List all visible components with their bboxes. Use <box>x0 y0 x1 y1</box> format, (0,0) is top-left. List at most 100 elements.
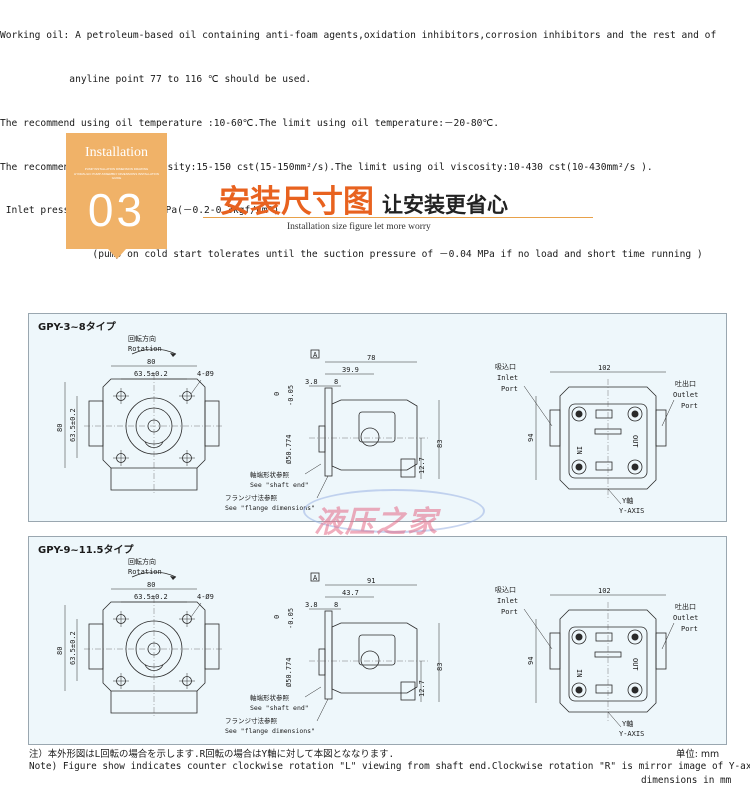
rotation-arrow <box>131 571 177 578</box>
dim-bolt-holes: 4-Ø9 <box>197 370 214 378</box>
flow-arrow-top <box>595 632 613 642</box>
leader-line <box>190 602 202 618</box>
spec-line-1: Working oil: A petroleum-based oil conta… <box>0 30 717 42</box>
flow-arrow-bottom <box>595 684 613 694</box>
outlet-port-label: Port <box>681 625 698 633</box>
dim-83: 83 <box>436 663 444 671</box>
section-heading: 安装尺寸图让安装更省心 <box>219 176 508 221</box>
side-port-lower <box>400 458 416 478</box>
y-axis-label-en: Y-AXIS <box>619 730 644 738</box>
dim-front-width: 80 <box>147 581 155 589</box>
tolerance-minus: -0.05 <box>287 608 295 629</box>
inlet-label-en: Inlet <box>497 597 518 605</box>
leader-line <box>316 698 329 722</box>
leader-line <box>190 379 202 395</box>
y-axis-label-jp: Y軸 <box>622 496 633 505</box>
y-axis-label-jp: Y軸 <box>622 719 633 728</box>
dim-pcd-height: 63.5±0.2 <box>69 631 77 665</box>
front-port-left <box>88 623 104 670</box>
side-port-circle <box>360 427 380 447</box>
side-flange <box>324 610 333 700</box>
flange-label-en: See "flange dimensions" <box>225 727 315 735</box>
front-port-left <box>88 400 104 447</box>
footer-note-en: Note) Figure show indicates counter cloc… <box>29 761 750 772</box>
inlet-port-label: Port <box>501 385 518 393</box>
section-badge: Installation PUMP INSTALLATION DIMENSION… <box>66 133 167 259</box>
outlet-label-en: Outlet <box>673 614 698 622</box>
rear-bolt-outer <box>627 459 643 475</box>
dim-front-height: 80 <box>56 424 64 432</box>
rotation-label-en: Rotation <box>128 345 162 353</box>
dim-total-length: 78 <box>367 354 375 362</box>
flange-label-jp: フランジ寸法参照 <box>225 716 278 725</box>
rotation-arrow <box>131 348 177 355</box>
outlet-label-jp: 吐出口 <box>675 379 696 388</box>
dim-3-8: 3.8 <box>305 601 318 609</box>
shaft-end-label-en: See "shaft end" <box>250 704 309 712</box>
rotation-arrow-small <box>144 441 164 448</box>
outlet-port-label: Port <box>681 402 698 410</box>
flange-label-en: See "flange dimensions" <box>225 504 315 512</box>
leader-line <box>607 488 622 505</box>
rear-bolt-outer <box>627 682 643 698</box>
rear-cover-outline <box>559 609 657 713</box>
dim-pcd-height: 63.5±0.2 <box>69 408 77 442</box>
dim-3-8: 3.8 <box>305 378 318 386</box>
heading-title: 安装尺寸图 <box>219 184 374 220</box>
rear-bolt-inner <box>631 410 639 418</box>
in-mark: IN <box>575 669 583 677</box>
rear-bolt-outer <box>627 406 643 422</box>
side-port-boss <box>358 634 396 666</box>
rear-bolt-inner <box>631 686 639 694</box>
arrow-head <box>170 576 176 580</box>
side-port-circle <box>360 650 380 670</box>
heading-tagline: 让安装更省心 <box>382 193 508 217</box>
dim-12-7: 12.7 <box>418 457 426 474</box>
inlet-label-jp: 吸込口 <box>495 585 516 594</box>
shaft-end-label-jp: 軸端形状参照 <box>250 693 290 702</box>
datum-label: A <box>313 351 318 359</box>
y-axis-label-en: Y-AXIS <box>619 507 644 515</box>
outlet-label-jp: 吐出口 <box>675 602 696 611</box>
heading-underline <box>203 217 593 218</box>
leader-line <box>661 399 675 427</box>
rear-bolt-inner <box>575 410 583 418</box>
badge-subtitle-1: PUMP INSTALLATION DIMENSION DRAWING <box>84 167 149 171</box>
rear-bolt-outer <box>571 682 587 698</box>
rear-bolt-inner <box>575 686 583 694</box>
rear-bolt-outer <box>571 629 587 645</box>
dim-8: 8 <box>334 601 338 609</box>
side-body <box>331 399 418 471</box>
rotation-arrow-small <box>144 664 164 671</box>
dim-rear-width: 102 <box>598 364 611 372</box>
side-shaft <box>318 425 326 453</box>
model-type-label: GPY-3~8タイプ <box>38 320 117 333</box>
arrow-head <box>170 353 176 357</box>
rear-bolt-inner <box>575 633 583 641</box>
dim-rear-height: 94 <box>527 434 535 442</box>
watermark-ring <box>303 489 485 533</box>
datum-label: A <box>313 574 318 582</box>
leader-line <box>523 608 553 650</box>
flow-arrow-bottom <box>595 461 613 471</box>
leader-line <box>661 622 675 650</box>
heading-subtitle: Installation size figure let more worry <box>287 222 431 232</box>
side-shaft <box>318 648 326 676</box>
rear-cover-outline <box>559 386 657 490</box>
leader-line <box>523 385 553 427</box>
inlet-label-en: Inlet <box>497 374 518 382</box>
rear-bolt-inner <box>631 463 639 471</box>
tolerance-zero: 0 <box>273 392 281 396</box>
rear-bolt-outer <box>571 459 587 475</box>
tolerance-minus: -0.05 <box>287 385 295 406</box>
dim-8: 8 <box>334 378 338 386</box>
rear-bolt-inner <box>575 463 583 471</box>
datum-box <box>310 572 320 582</box>
rear-bolt-inner <box>631 633 639 641</box>
tolerance-zero: 0 <box>273 615 281 619</box>
dim-body-length: 43.7 <box>342 589 359 597</box>
outlet-label-en: Outlet <box>673 391 698 399</box>
